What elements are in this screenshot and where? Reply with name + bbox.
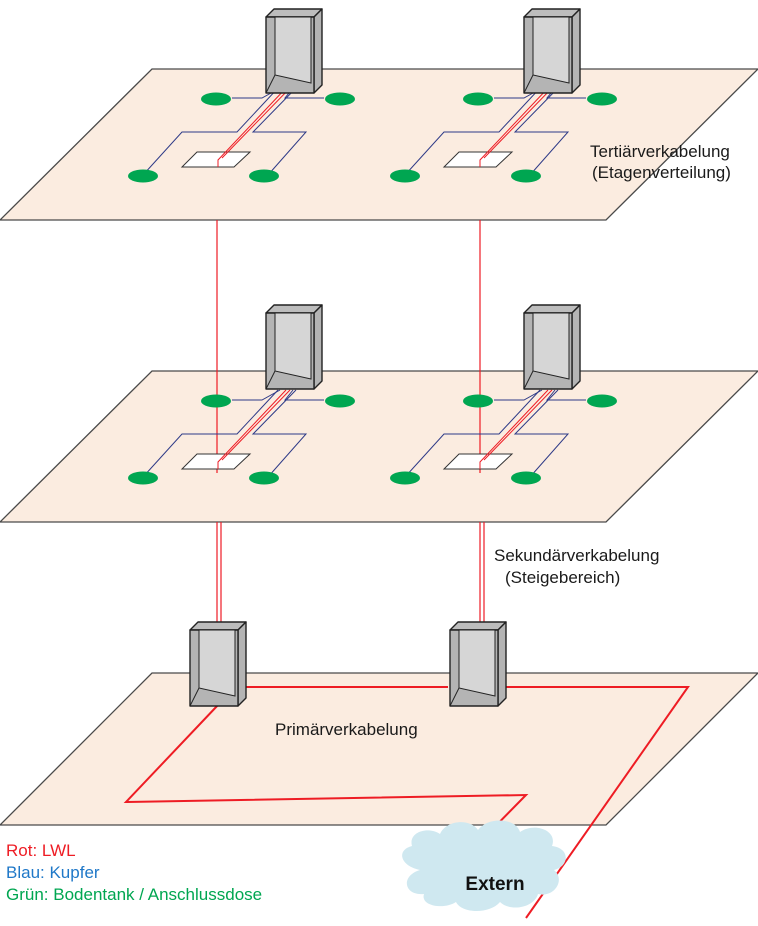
- floor-outlet-icon: [463, 92, 493, 106]
- floor-outlet-icon: [325, 394, 355, 408]
- cabinet-top: [189, 621, 247, 631]
- floor-outlet-icon: [325, 92, 355, 106]
- copper-cable: [404, 87, 541, 176]
- cabinet-side: [313, 304, 323, 390]
- floor-outlet-icon: [128, 169, 158, 183]
- cabinet-door: [198, 629, 236, 697]
- copper-cable: [232, 389, 281, 401]
- floor-outlet-icon: [201, 394, 231, 408]
- cabinet-edge: [189, 687, 200, 707]
- legend-item-outlet: Grün: Bodentank / Anschlussdose: [6, 885, 262, 904]
- copper-cable: [513, 87, 570, 176]
- building-distributor-cabinet-left: [189, 621, 247, 707]
- cabinet-top: [449, 621, 507, 631]
- cabinet-side: [497, 621, 507, 707]
- copper-cable: [251, 87, 308, 176]
- copper-cable: [404, 389, 541, 478]
- floor-outlet-icon: [390, 471, 420, 485]
- fiber-cable: [221, 87, 291, 159]
- legend-item-copper: Blau: Kupfer: [6, 863, 100, 882]
- cloud-icon: [402, 820, 566, 911]
- riser-shaft: [180, 453, 252, 470]
- floor-distributor-cabinet-upper-right: [523, 8, 581, 94]
- cabinet-door: [532, 16, 570, 84]
- floor-outlet-icon: [463, 394, 493, 408]
- floor-segment-middle-right: [390, 389, 617, 485]
- cabinet-edge: [523, 370, 534, 390]
- cabinet-side: [571, 304, 581, 390]
- legend: Rot: LWL Blau: Kupfer Grün: Bodentank / …: [6, 841, 262, 904]
- copper-cable: [251, 389, 308, 478]
- copper-cable: [142, 389, 279, 478]
- extern-label: Extern: [465, 874, 524, 895]
- cabinet-door: [274, 312, 312, 380]
- floor-outlet-icon: [249, 471, 279, 485]
- cabinet-door: [458, 629, 496, 697]
- fiber-cable: [217, 389, 287, 469]
- floor-distributor-cabinet-middle-left: [265, 304, 323, 390]
- floor-primary: [0, 672, 758, 826]
- floor-secondary: [0, 370, 758, 523]
- cabinet-top: [523, 304, 581, 314]
- floor-outlet-icon: [587, 394, 617, 408]
- cabinet-edge: [265, 74, 276, 94]
- cabinet-side: [571, 8, 581, 94]
- floor-outlet-icon: [128, 471, 158, 485]
- cabinet-side: [237, 621, 247, 707]
- secondary-label: Sekundärverkabelung: [494, 546, 659, 565]
- cabinet-side: [313, 8, 323, 94]
- cabinet-top: [265, 304, 323, 314]
- extern-cloud: Extern: [402, 820, 566, 911]
- building-distributor-cabinet-right: [449, 621, 507, 707]
- copper-cable: [513, 389, 570, 478]
- floor-outlet-icon: [587, 92, 617, 106]
- floor-distributor-cabinet-upper-left: [265, 8, 323, 94]
- cabinet-door: [274, 16, 312, 84]
- floor-outlet-icon: [511, 169, 541, 183]
- cabinet-door: [532, 312, 570, 380]
- floor-segment-middle-left: [128, 389, 355, 485]
- riser-shaft: [442, 151, 514, 168]
- riser-shaft: [442, 453, 514, 470]
- floor-distributor-cabinet-middle-right: [523, 304, 581, 390]
- copper-cable: [494, 389, 543, 401]
- legend-item-fiber: Rot: LWL: [6, 841, 76, 860]
- primary-fiber-to-extern-right: [503, 686, 690, 919]
- floor-outlet-icon: [511, 471, 541, 485]
- copper-cable: [545, 389, 586, 401]
- floor-outlet-icon: [390, 169, 420, 183]
- fiber-cable: [483, 87, 553, 159]
- secondary-sublabel: (Steigebereich): [505, 568, 620, 587]
- tertiary-label: Tertiärverkabelung: [590, 142, 730, 161]
- floor-outlet-icon: [201, 92, 231, 106]
- fiber-cable: [479, 389, 549, 469]
- fiber-cable: [483, 389, 553, 461]
- cabinet-edge: [523, 74, 534, 94]
- copper-cable: [283, 389, 324, 401]
- cabinet-top: [265, 8, 323, 18]
- fiber-cable: [479, 87, 549, 167]
- fiber-cable: [221, 389, 291, 461]
- cabinet-edge: [449, 687, 460, 707]
- fiber-cable: [217, 87, 287, 167]
- riser-shaft: [180, 151, 252, 168]
- copper-cable: [142, 87, 279, 176]
- primary-label: Primärverkabelung: [275, 720, 418, 739]
- cabinet-top: [523, 8, 581, 18]
- tertiary-sublabel: (Etagenverteilung): [592, 163, 731, 182]
- floor-outlet-icon: [249, 169, 279, 183]
- floor-segment-upper-left: [128, 87, 355, 183]
- cabinet-edge: [265, 370, 276, 390]
